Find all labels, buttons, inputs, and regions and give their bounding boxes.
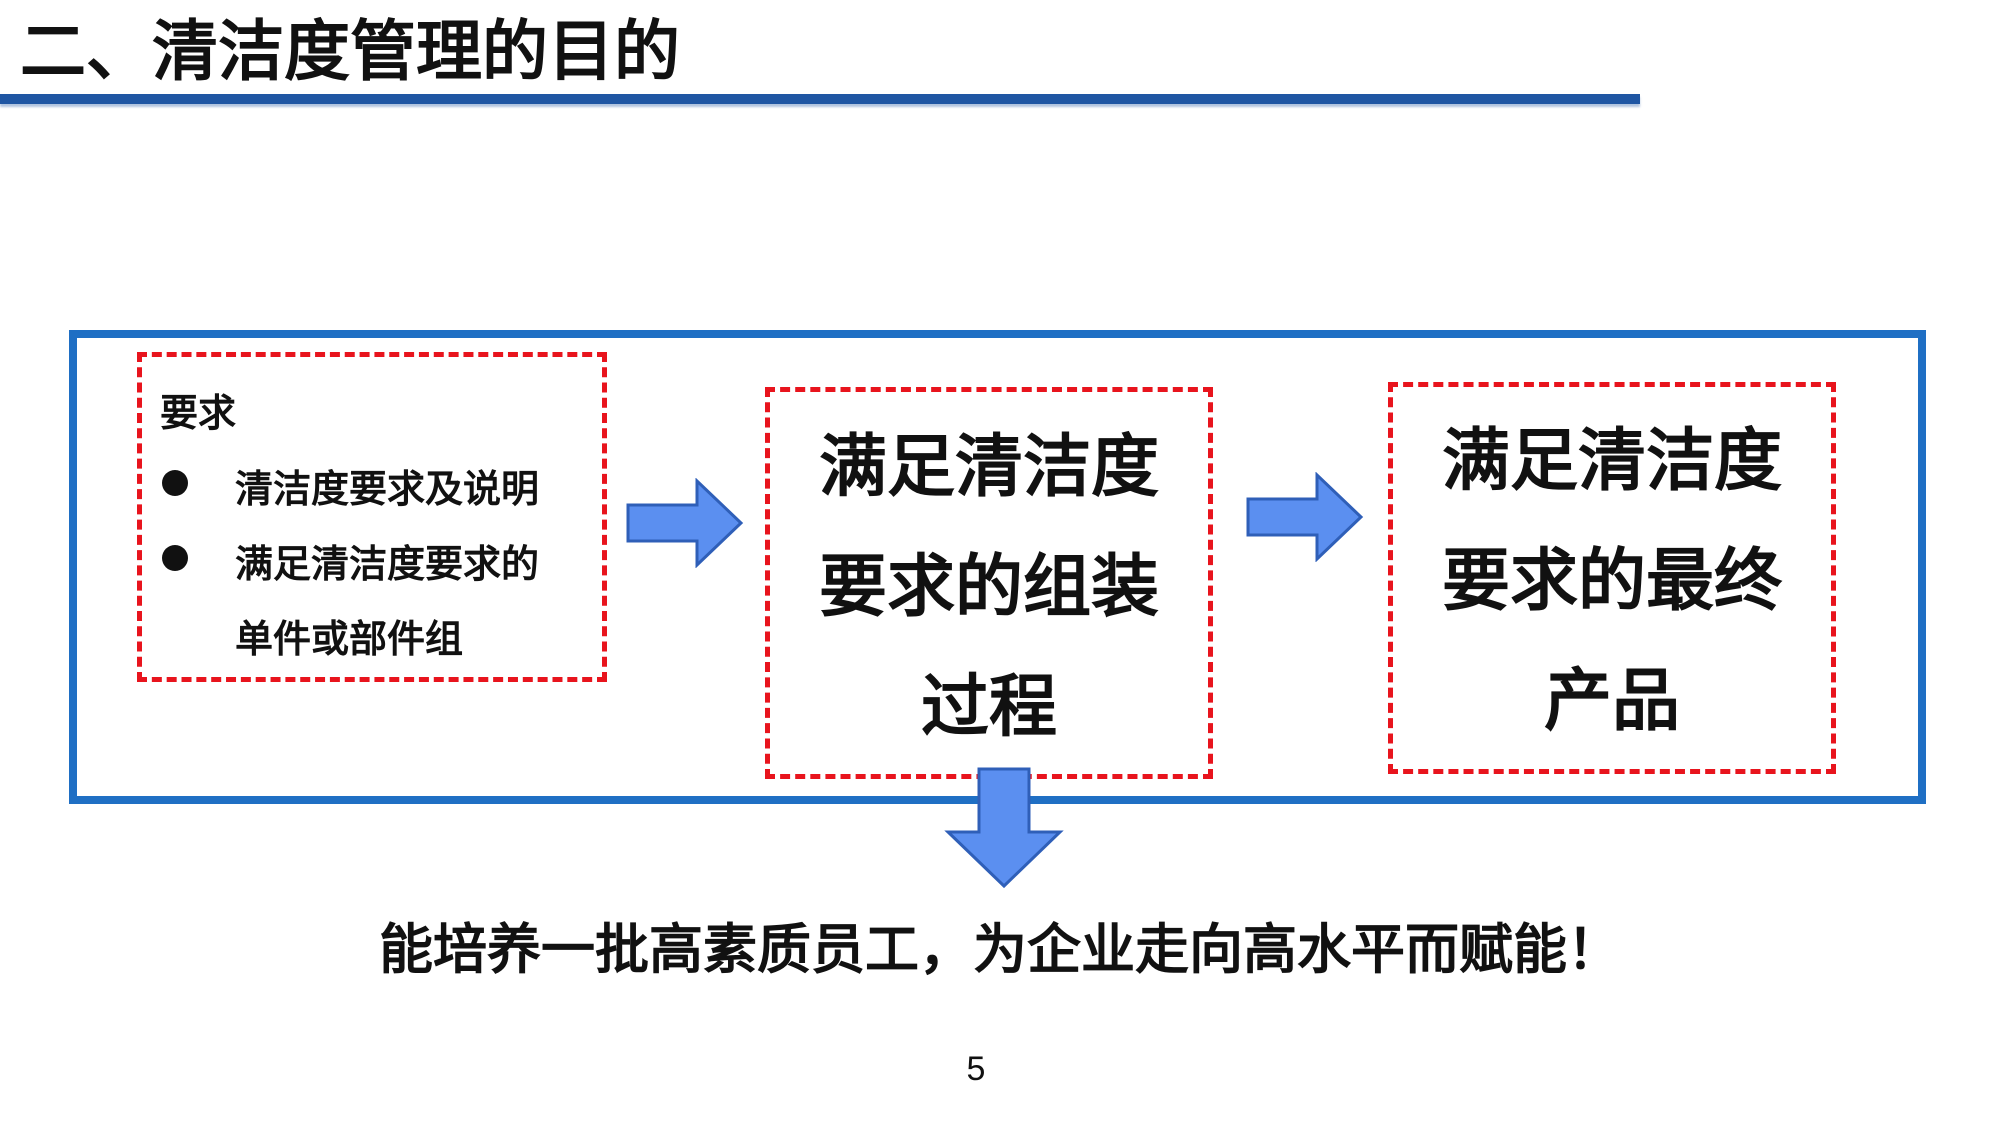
assembly-process-line: 满足清洁度 <box>818 428 1159 507</box>
final-product-line: 要求的最终 <box>1441 542 1782 621</box>
requirement-item-continuation: 单件或部件组 <box>235 617 464 661</box>
requirement-item: 清洁度要求及说明 <box>235 467 540 511</box>
bullet-icon <box>162 470 188 496</box>
arrow-down-icon <box>944 767 1064 889</box>
requirements-heading: 要求 <box>160 391 237 435</box>
final-product-line: 产品 <box>1543 662 1680 741</box>
final-product-box <box>1388 382 1836 774</box>
assembly-process-line: 要求的组装 <box>818 548 1159 627</box>
requirement-item: 满足清洁度要求的 <box>235 542 540 586</box>
conclusion-text: 能培养一批高素质员工，为企业走向高水平而赋能！ <box>379 918 1621 981</box>
title-underline <box>0 94 1640 104</box>
requirements-box <box>137 352 607 682</box>
assembly-process-line: 过程 <box>920 668 1057 747</box>
page-number: 5 <box>966 1050 986 1088</box>
slide-title: 二、清洁度管理的目的 <box>20 13 680 90</box>
final-product-line: 满足清洁度 <box>1441 422 1782 501</box>
bullet-icon <box>162 545 188 571</box>
arrow-right-icon <box>626 478 744 568</box>
arrow-right-icon <box>1246 472 1364 562</box>
